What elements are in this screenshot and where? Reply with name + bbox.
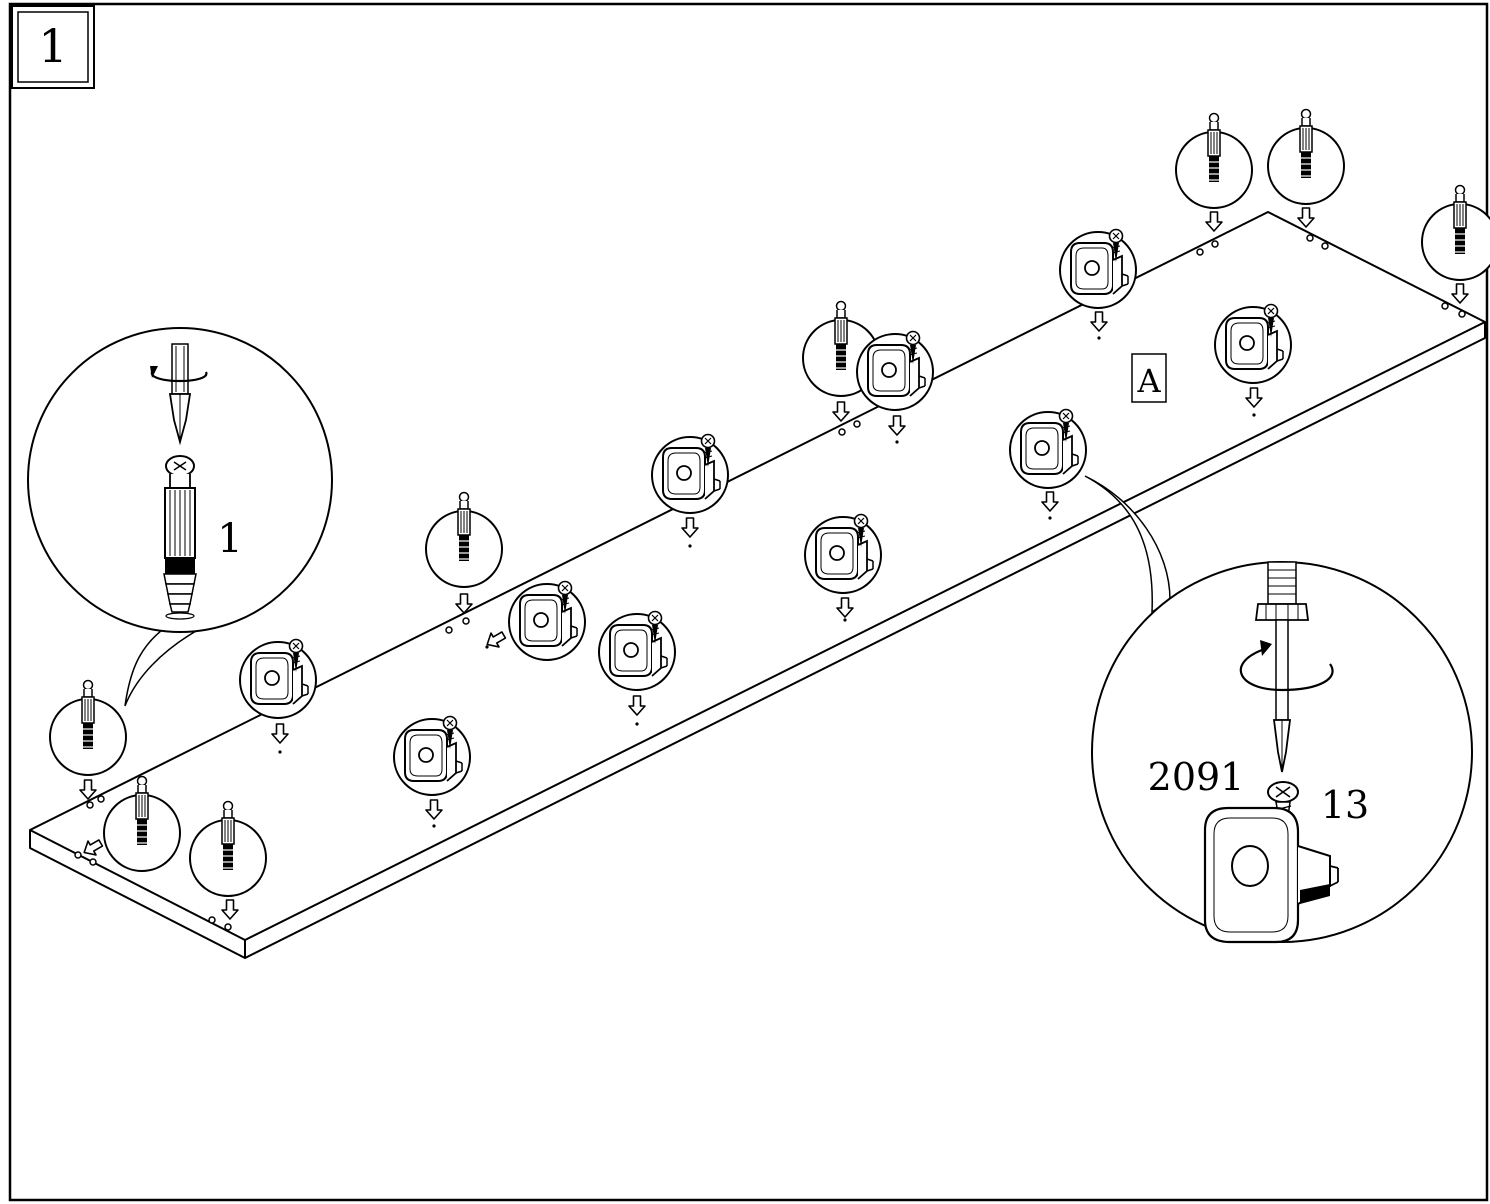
bracket-with-screw-icon — [598, 610, 676, 691]
arrow-down-icon — [79, 779, 97, 800]
bracket-with-screw-icon — [393, 715, 471, 796]
board-holes — [74, 234, 1466, 931]
panel-label: A — [1131, 353, 1167, 403]
arrow-down-icon — [1297, 207, 1315, 228]
bracket-with-screw-icon — [1059, 228, 1137, 309]
cam-bolt-icon — [103, 775, 181, 872]
arrow-down-icon — [832, 401, 850, 422]
cam-bolt-icon — [1421, 184, 1490, 281]
bracket-with-screw-icon — [508, 580, 586, 661]
cam-bolt-callouts — [49, 108, 1490, 920]
part-number-label: 1 — [217, 516, 242, 562]
bracket-screw-detail: 2091 13 — [1084, 475, 1473, 944]
step-number-box: 1 — [11, 5, 95, 89]
page-frame — [8, 2, 1489, 1202]
cam-bolt-icon — [1267, 108, 1345, 205]
bracket-with-screw-icon — [804, 513, 882, 594]
screwdriver-icon — [1254, 561, 1310, 773]
cam-bolt-icon — [425, 491, 503, 588]
cam-bolt-detail: 1 — [27, 327, 333, 707]
bracket-with-screw-icon — [239, 638, 317, 719]
screw-code-label: 2091 — [1148, 755, 1245, 799]
rotation-arrow-icon — [150, 366, 208, 383]
cam-bolt-icon — [189, 800, 267, 897]
bracket-with-screw-icon — [651, 433, 729, 514]
rotation-arrow-icon — [1239, 640, 1334, 692]
bracket-with-screw-icon — [1214, 303, 1292, 384]
bracket-with-screw-icon — [856, 330, 934, 411]
cam-bolt-large-icon — [163, 455, 197, 620]
bracket-large-icon — [1203, 806, 1339, 944]
insertion-dots — [278, 336, 1256, 828]
bracket-callouts — [239, 228, 1292, 820]
screw-count-label: 13 — [1321, 783, 1369, 827]
bracket-with-screw-icon — [1009, 408, 1087, 489]
arrow-down-icon — [1205, 211, 1223, 232]
cam-bolt-icon — [49, 679, 127, 776]
step-number: 1 — [38, 19, 67, 73]
arrow-down-icon — [1451, 283, 1469, 304]
panel-label-text: A — [1136, 362, 1161, 400]
cam-bolt-icon — [1175, 112, 1253, 209]
